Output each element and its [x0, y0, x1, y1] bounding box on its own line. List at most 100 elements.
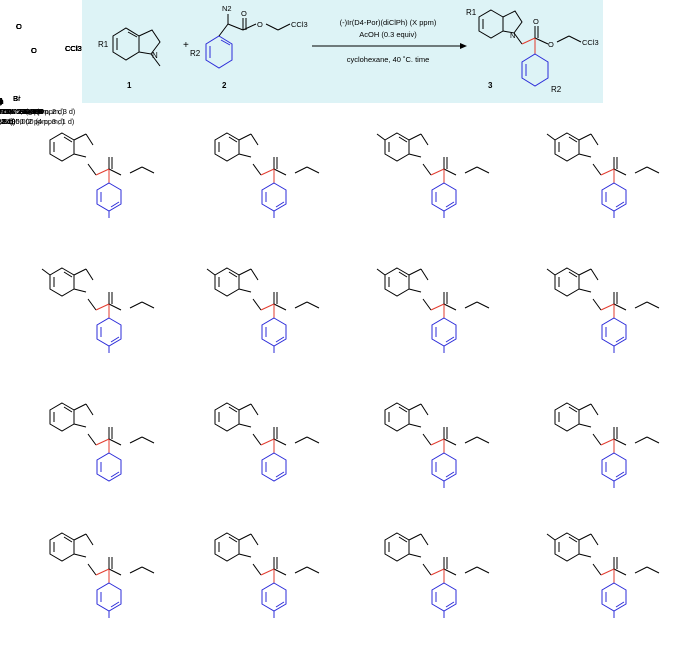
ester-chain-bond	[476, 566, 490, 574]
ester-chain-bond	[646, 436, 660, 444]
aryl-double-bond	[615, 336, 625, 343]
ccl3-label: CCl3	[65, 44, 82, 53]
ccl3-label: CCl3	[65, 44, 82, 53]
new-cc-bond	[95, 568, 110, 576]
reaction-scheme: R1 N 1 + N2 O O CCl3 R2 2 (-)Ir(D4-Por)(…	[82, 0, 603, 103]
ring-bond	[238, 403, 252, 411]
yield-caption: Y: 91%, 93% ee, TON: 228,000 (4 ppm, 2 d…	[0, 107, 64, 116]
aryl-double-bond	[110, 336, 120, 343]
ester-bond	[273, 438, 287, 446]
new-cc-bond	[260, 168, 275, 176]
conditions-line-3: cyclohexane, 40 ˚C. time	[347, 55, 430, 64]
benzo-double-bond	[568, 536, 578, 543]
carbonyl-oxygen: O	[16, 22, 22, 31]
ring-bond	[73, 268, 87, 276]
reactant-2-carbonyl-o: O	[241, 9, 247, 18]
aryl-double-bond	[275, 201, 285, 208]
ester-oxygen: O	[31, 46, 37, 55]
ring-bond	[238, 533, 252, 541]
ester-oxygen: O	[31, 46, 37, 55]
para-substituent: Br	[13, 94, 21, 103]
product-ccl3: CCl3	[582, 38, 599, 47]
ring-bond	[408, 423, 422, 428]
new-cc-bond	[260, 568, 275, 576]
n-ch2-bond	[87, 563, 97, 576]
n-ch2-bond	[592, 298, 602, 311]
ring-bond	[420, 268, 429, 281]
ring-bond	[85, 133, 94, 146]
yield-caption: Y: 84%, 89% ee, TON: 84,000	[0, 107, 42, 116]
ring-bond	[250, 133, 259, 146]
compound-grid: NOOCCl3Br3a40 ºC. Y: 70%, 96% ee, TON: 1…	[0, 22, 660, 618]
reactant-1-r1: R1	[98, 40, 109, 49]
ester-oxygen: O	[31, 46, 37, 55]
yield-caption: (10 ppm, 2 d)	[0, 117, 15, 126]
new-cc-bond	[430, 168, 445, 176]
yield-caption: (4 ppm, 2 d)	[0, 117, 13, 126]
ester-oxygen: O	[31, 46, 37, 55]
n-ch2-bond	[422, 433, 432, 446]
ring-bond	[238, 153, 252, 158]
aryl-double-bond	[615, 201, 625, 208]
ester-chain-bond	[294, 436, 308, 444]
n-ch2-bond	[422, 563, 432, 576]
para-substituent: F	[13, 94, 18, 103]
n-ch2-bond	[592, 163, 602, 176]
ring-bond	[578, 288, 592, 293]
benzo-double-bond	[568, 406, 578, 413]
new-cc-bond	[600, 568, 615, 576]
ring-bond	[578, 133, 592, 141]
ring-bond	[408, 403, 422, 411]
aryl-double-bond	[275, 601, 285, 608]
aryl-double-bond	[110, 471, 120, 478]
ester-chain-bond	[141, 301, 155, 309]
ester-chain-bond	[634, 166, 648, 174]
ester-bond	[443, 568, 457, 576]
ring-bond	[408, 268, 422, 276]
product-number: 3	[488, 81, 493, 90]
carbonyl-oxygen: O	[16, 22, 22, 31]
ring-bond	[73, 403, 87, 411]
yield-caption: Y: 87%, 95% ee TON: 220,000	[0, 107, 43, 116]
n-ch2-bond	[252, 563, 262, 576]
yield-caption: 40 ºC. Y: 70%, 96% ee, TON: 175,000 (4 p…	[0, 107, 75, 116]
para-substituent: Br	[13, 94, 21, 103]
ccl3-label: CCl3	[65, 44, 82, 53]
reactant-2-ester-o: O	[257, 20, 263, 29]
n-ch2-bond	[87, 298, 97, 311]
ester-bond	[613, 438, 627, 446]
aryl-double-bond	[615, 601, 625, 608]
ester-bond	[273, 303, 287, 311]
ester-oxygen: O	[31, 46, 37, 55]
yield-caption: (10 ppm, 1 d)	[0, 117, 15, 126]
new-cc-bond	[95, 303, 110, 311]
ester-chain-bond	[294, 301, 308, 309]
ring-bond	[420, 533, 429, 546]
product-ester-o: O	[548, 40, 554, 49]
aryl-ring-bond	[261, 452, 287, 482]
new-cc-bond	[600, 438, 615, 446]
carbonyl-oxygen: O	[16, 22, 22, 31]
ester-chain-bond	[306, 566, 320, 574]
compound-3i: NOOCCl33iY: 88%, 96% ee, TON: 88,000(10 …	[0, 22, 155, 482]
ester-chain-bond	[129, 301, 143, 309]
ccl3-label: CCl3	[65, 44, 82, 53]
ring-bond	[238, 288, 252, 293]
yield-caption: Y: 93%, 93% ee, TON: 93,000	[0, 107, 42, 116]
compound-3e: NOOCCl3BrF3eY: 91%, 93% ee, TON: 228,000…	[0, 22, 155, 353]
reactant-2-number: 2	[222, 81, 227, 90]
yield-caption: Y: 86%, 96% ee, TON: 215,000	[0, 107, 44, 116]
carbonyl-oxygen: O	[16, 22, 22, 31]
ester-oxygen: O	[31, 46, 37, 55]
compound-number: 3i	[0, 97, 1, 106]
ring-bond	[408, 553, 422, 558]
ester-oxygen: O	[31, 46, 37, 55]
n-ch2-bond	[422, 298, 432, 311]
para-substituent: Br	[13, 94, 21, 103]
ring-bond	[590, 268, 599, 281]
ccl3-label: CCl3	[65, 44, 82, 53]
product-structure	[478, 9, 582, 87]
aryl-ring-bond	[96, 452, 122, 482]
ester-chain-bond	[464, 436, 478, 444]
benzo-double-bond	[63, 536, 73, 543]
